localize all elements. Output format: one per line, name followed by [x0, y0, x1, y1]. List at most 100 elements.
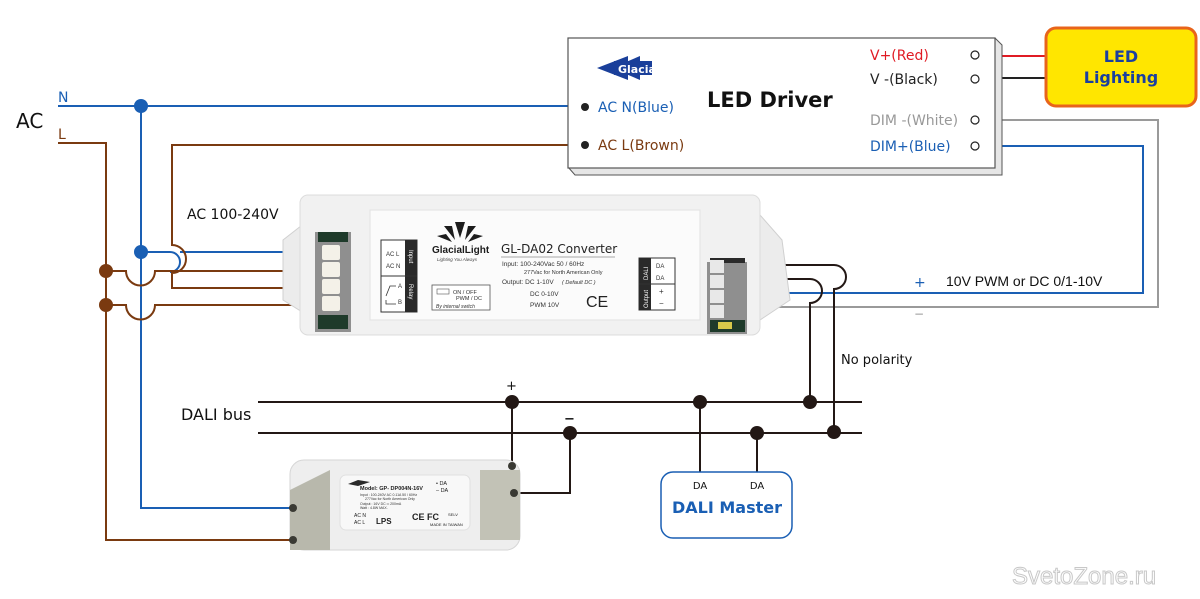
converter-output-default: ( Default DC ): [562, 280, 596, 286]
ac-n-label: N: [58, 90, 68, 106]
signal-minus: −: [914, 307, 924, 321]
psu-lps: LPS: [376, 517, 392, 526]
psu-da-plus: • DA: [436, 481, 447, 487]
psu-model: Model: GP- DP004N-16V: [360, 486, 423, 492]
dali-bus-plus: +: [506, 379, 517, 394]
terminal-v-plus-label: V+(Red): [870, 48, 929, 64]
psu-terminal-da-plus: [508, 462, 516, 470]
svg-text:Input: Input: [407, 250, 413, 264]
junction-l-1: [99, 264, 113, 278]
svg-text:DA: DA: [656, 264, 664, 270]
led-lighting-box: LED Lighting: [1044, 26, 1198, 108]
terminal-dim-plus: [970, 141, 980, 151]
psu-input-note: 277Vac for North American Only: [365, 497, 415, 501]
wire-dali-da2: [722, 278, 823, 402]
terminal-ac-n-label: AC N(Blue): [598, 100, 674, 116]
dali-master-title: DALI Master: [672, 498, 782, 517]
led-driver: GlacialPower LED Driver AC N(Blue) AC L(…: [567, 37, 1003, 176]
svg-text:DA: DA: [656, 276, 664, 282]
converter-output-1: Output: DC 1-10V: [502, 279, 554, 286]
svg-text:−: −: [659, 299, 664, 308]
svg-text:Lighting You Always: Lighting You Always: [437, 257, 478, 262]
dali-master-da1: DA: [693, 481, 708, 492]
dali-master-da2: DA: [750, 481, 765, 492]
junction-l-2: [99, 298, 113, 312]
wire-l-to-converter-2: [106, 270, 325, 287]
dali-output-label: DALI Output DA DA + −: [638, 257, 676, 311]
psu-terminal-da-minus: [510, 489, 518, 497]
junction-bus-master-2: [750, 426, 764, 440]
junction-bus-psu-minus: [563, 426, 577, 440]
svg-text:AC L: AC L: [386, 252, 400, 258]
terminal-dim-minus: [970, 115, 980, 125]
junction-bus-conv-1: [803, 395, 817, 409]
psu-output: Output : 16V DC ═ 200mA: [360, 502, 402, 506]
svg-text:GlacialPower: GlacialPower: [618, 63, 699, 76]
converter-output-2: DC 0-10V: [530, 291, 559, 298]
terminal-dim-plus-label: DIM+(Blue): [870, 139, 951, 155]
watermark: SvetoZone.ru: [1012, 563, 1156, 590]
wire-dim-plus: [722, 145, 1144, 294]
psu-ce-fc: CE FC: [412, 512, 440, 522]
svg-text:+: +: [659, 287, 664, 296]
psu-watt: Watt : 4.8W MAX.: [360, 506, 388, 510]
psu-input: Input : 100-240V AC 0.11A 50 / 60Hz: [360, 493, 417, 497]
svg-text:A: A: [398, 284, 402, 290]
psu-selv: SELV: [448, 512, 458, 517]
led-driver-title: LED Driver: [707, 88, 833, 112]
svg-text:Relay: Relay: [407, 284, 413, 299]
wire-n-vertical: [140, 106, 290, 509]
junction-n-converter: [134, 245, 148, 259]
converter-input-voltage-label: AC 100-240V: [187, 207, 279, 223]
input-relay-label: AC L AC N Input Relay A B: [380, 239, 418, 313]
ac-l-label: L: [58, 127, 66, 143]
dali-bus-minus: −: [564, 412, 575, 427]
converter-ce-mark: CE: [586, 294, 608, 311]
dali-master: DA DA DALI Master: [660, 471, 793, 539]
svg-text:Output: Output: [644, 290, 650, 308]
psu-da-minus: – DA: [436, 488, 449, 494]
terminal-v-plus: [970, 50, 980, 60]
psu-made-in: MADE IN TAIWAN: [430, 522, 463, 527]
glacialpower-logo: GlacialPower: [597, 56, 699, 80]
psu-terminal-ac-l: [289, 536, 297, 544]
wire-l-to-converter-4: [106, 304, 325, 321]
wire-dim-minus: [722, 119, 1159, 308]
wires: [58, 55, 1159, 541]
psu-ac-l: AC L: [354, 520, 365, 526]
signal-plus: +: [914, 275, 926, 291]
terminal-dim-minus-label: DIM -(White): [870, 113, 958, 129]
junction-bus-psu-plus: [505, 395, 519, 409]
wire-driver-ac-l: [171, 144, 580, 289]
svg-text:DALI: DALI: [644, 266, 650, 280]
converter-input-spec: Input: 100-240Vac 50 / 60Hz: [502, 261, 584, 268]
converter-model: GL-DA02 Converter: [501, 242, 617, 256]
internal-switch-label: ON / OFF PWM / DC By internal switch: [431, 284, 491, 311]
junction-bus-conv-2: [827, 425, 841, 439]
ac-label: AC: [16, 109, 43, 133]
no-polarity-label: No polarity: [841, 353, 913, 368]
wire-ac-l-main: [58, 142, 290, 541]
dali-power-supply: Model: GP- DP004N-16V Input : 100-240V A…: [289, 459, 521, 551]
terminal-ac-l-label: AC L(Brown): [598, 138, 684, 154]
svg-text:GlacialLight: GlacialLight: [432, 245, 490, 256]
led-lighting-line2: Lighting: [1084, 68, 1159, 87]
dali-bus-label: DALI bus: [181, 405, 251, 424]
svg-text:B: B: [398, 300, 402, 306]
wire-psu-da-minus: [518, 433, 571, 494]
svg-text:ON / OFF: ON / OFF: [453, 290, 477, 296]
signal-label: 10V PWM or DC 0/1-10V: [946, 273, 1103, 289]
svg-text:AC N: AC N: [386, 264, 400, 270]
psu-ac-n: AC N: [354, 513, 366, 519]
converter-output-3: PWM 10V: [530, 302, 560, 309]
gl-da02-converter: AC L AC N Input Relay A B GlacialLight L…: [282, 194, 791, 336]
gliaciallight-logo: GlacialLight Lighting You Always: [432, 222, 490, 262]
svg-text:PWM / DC: PWM / DC: [456, 296, 482, 302]
terminal-ac-l-dot: [581, 141, 589, 149]
converter-input-note: 277Vac for North American Only: [524, 270, 603, 276]
terminal-v-minus: [970, 74, 980, 84]
terminal-v-minus-label: V -(Black): [870, 72, 938, 88]
led-lighting-line1: LED: [1104, 47, 1138, 66]
junction-bus-master-1: [693, 395, 707, 409]
